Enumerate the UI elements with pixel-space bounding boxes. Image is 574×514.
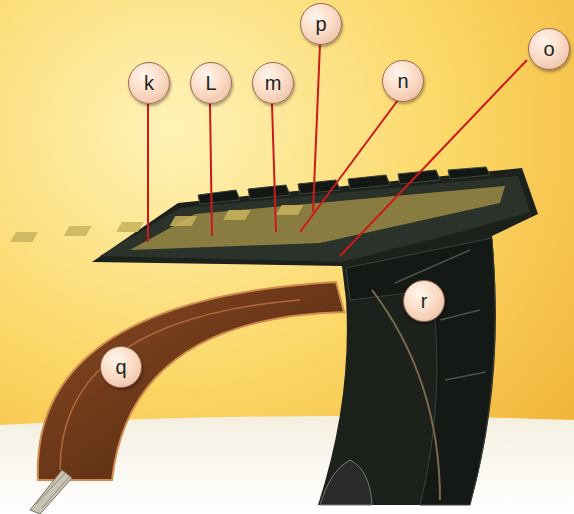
callout-circle: L	[190, 62, 232, 104]
callout-circle: p	[300, 3, 342, 45]
callout-letter: k	[144, 73, 154, 93]
carcass-ply	[372, 290, 440, 500]
callout-letter: r	[421, 291, 428, 311]
callout-circle: q	[100, 346, 142, 388]
tube-highlight	[60, 300, 300, 470]
valve-stem	[30, 470, 72, 514]
callout-letter: o	[543, 39, 554, 59]
belt-pattern	[10, 205, 303, 242]
callout-circle: n	[382, 60, 424, 102]
callout-letter: q	[115, 357, 126, 377]
sidewall	[346, 238, 495, 505]
callout-letter: n	[397, 71, 408, 91]
inner-tube	[38, 282, 344, 480]
callout-letter: m	[265, 73, 282, 93]
callout-letter: p	[315, 14, 326, 34]
bead	[320, 460, 372, 505]
callout-circle: m	[252, 62, 294, 104]
leader-lines	[148, 44, 527, 256]
callout-circle: r	[403, 280, 445, 322]
callout-circle: o	[528, 28, 570, 70]
callout-letter: L	[205, 73, 216, 93]
callout-circle: k	[128, 62, 170, 104]
steel-belt	[130, 186, 505, 250]
sidewall-lines	[395, 250, 486, 380]
